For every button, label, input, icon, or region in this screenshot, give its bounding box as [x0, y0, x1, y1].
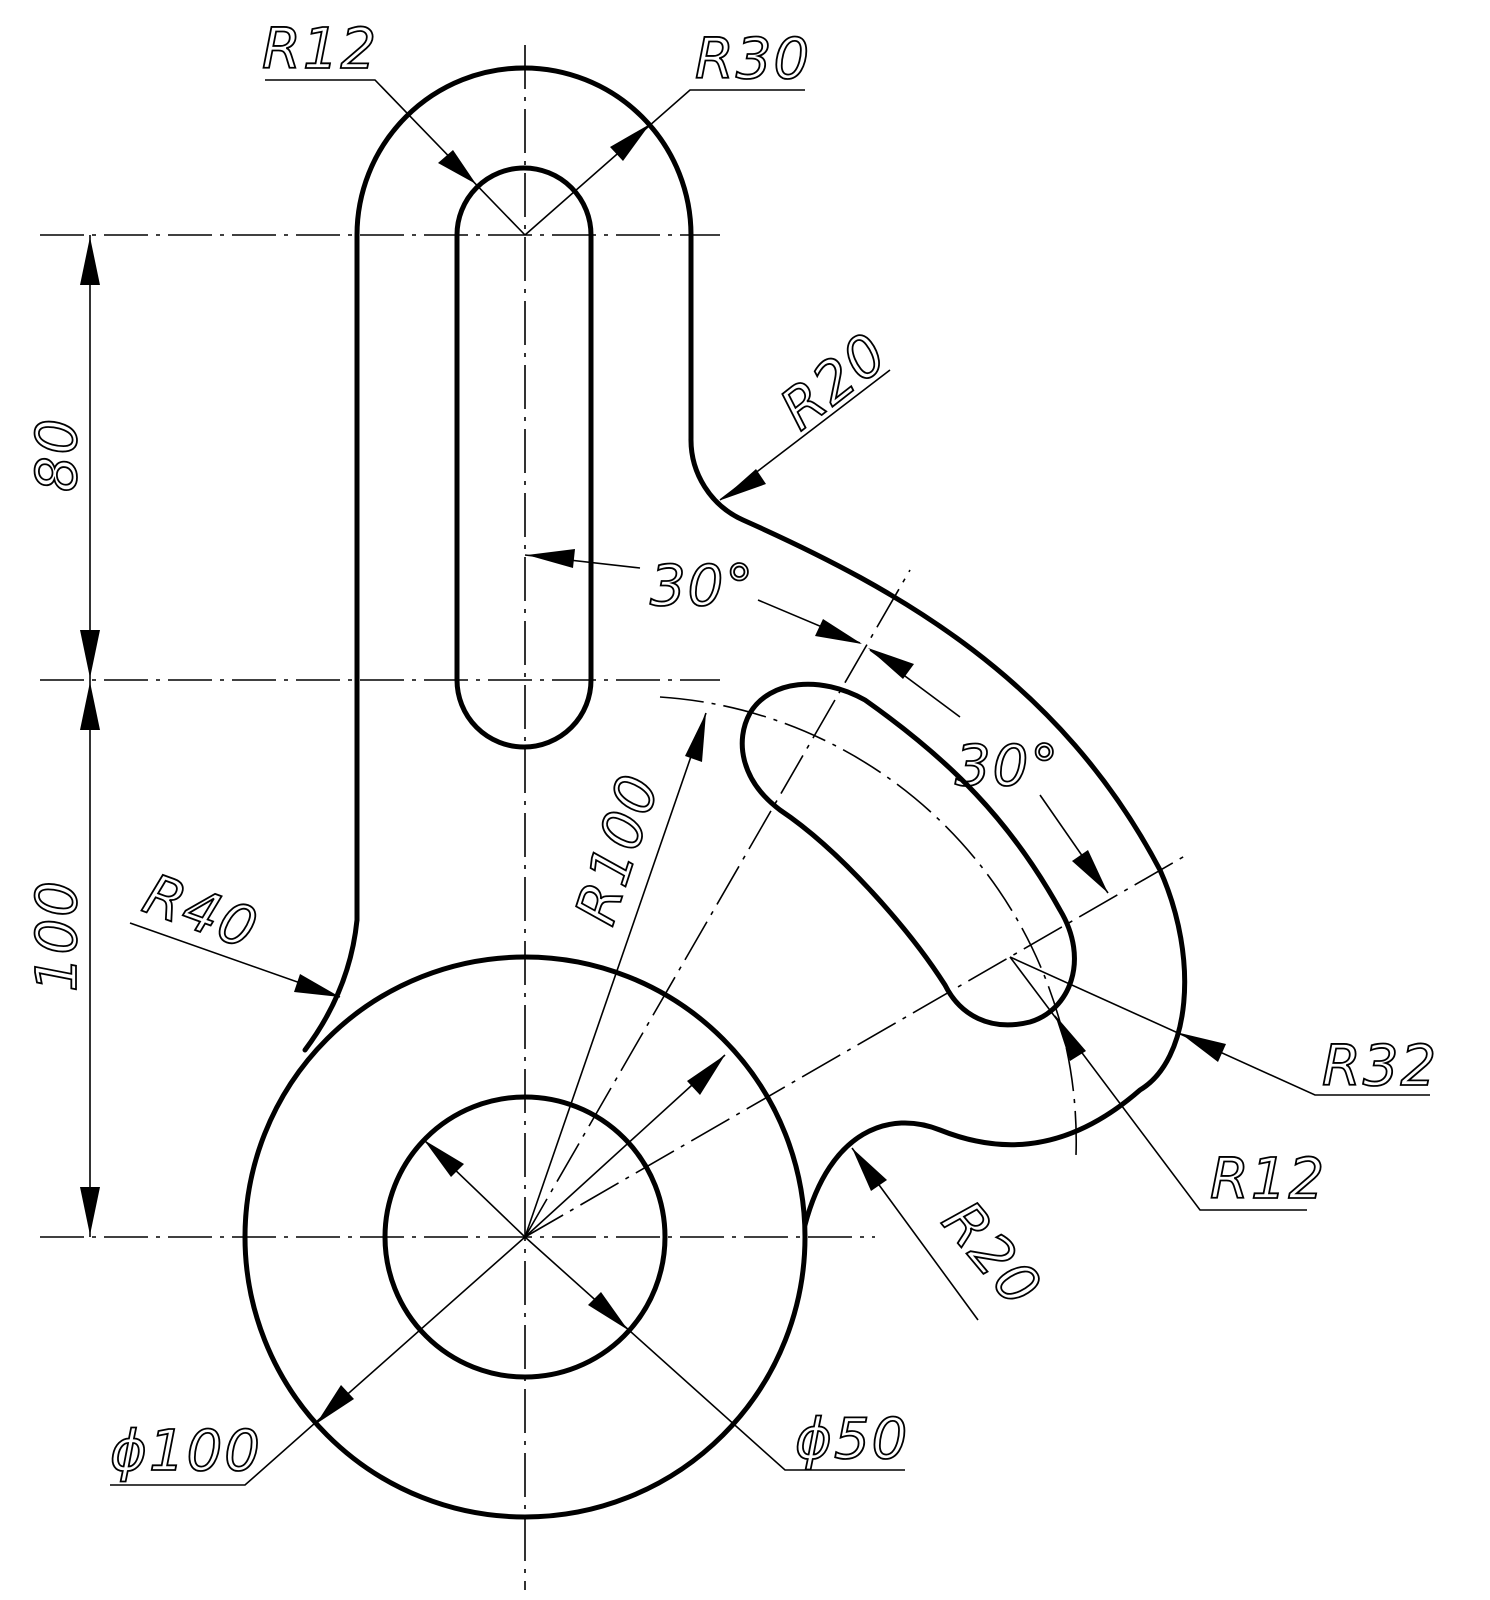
arrow-80-bottom: [80, 630, 100, 678]
arrow-r20-upper: [721, 469, 766, 500]
arrow-r32: [1180, 1033, 1226, 1062]
dimension-texts: R12 R30 R20 80 30° 30° R100 R40 100 R32 …: [24, 16, 1438, 1485]
arrow-dia100-b: [316, 1385, 354, 1424]
arrow-100-top: [80, 682, 100, 730]
straight-slot: [454, 165, 594, 750]
arrow-r12-right: [1055, 1015, 1086, 1061]
arrow-r100: [685, 713, 706, 762]
arrow-30a: [527, 549, 575, 568]
arrow-30b-1: [815, 619, 862, 644]
label-r12-top: R12: [262, 17, 378, 82]
inner-circle-dia50: [382, 1094, 668, 1380]
label-80: 80: [25, 417, 90, 492]
label-r32: R32: [1322, 1034, 1438, 1099]
arrow-r20-lower: [852, 1148, 887, 1191]
arrow-dia50-a: [424, 1140, 464, 1177]
arc-slot-center-r100: [659, 696, 1078, 1156]
leader-r12-top: [265, 79, 526, 236]
fillet-r40: [302, 917, 360, 1053]
arrow-r12-top: [438, 150, 476, 184]
arrow-r30-top: [610, 124, 650, 161]
label-r30-top: R30: [695, 27, 811, 92]
arrow-dia100-a: [687, 1055, 725, 1095]
label-r20-lower: R20: [929, 1189, 1053, 1320]
outer-circle-dia100: [242, 954, 808, 1520]
leader-r30-top: [524, 89, 805, 236]
label-r100: R100: [563, 766, 672, 932]
label-30-a: 30°: [650, 554, 755, 619]
leader-r32: [1009, 956, 1430, 1096]
leader-dia100: [110, 1236, 526, 1486]
label-dia100: ϕ100: [110, 1419, 262, 1484]
label-r20-upper: R20: [769, 320, 901, 443]
outer-contour: [354, 65, 1188, 1228]
arrowheads: [80, 124, 1226, 1424]
leader-r100: [524, 712, 707, 1238]
arrow-r40: [294, 974, 340, 997]
label-30-b: 30°: [955, 734, 1060, 799]
ray-30deg-upper: [524, 569, 911, 1238]
arrow-80-top: [80, 237, 100, 285]
arrow-100-bottom: [80, 1187, 100, 1235]
arc-slot: [739, 681, 1077, 1028]
dimension-lines: [89, 79, 1430, 1486]
label-r12-right: R12: [1210, 1147, 1326, 1212]
label-100: 100: [25, 879, 90, 992]
arrow-30b-2: [868, 648, 914, 679]
arrow-30b-3: [1072, 850, 1108, 893]
arrow-dia50-b: [588, 1292, 628, 1330]
label-dia50: ϕ50: [795, 1407, 909, 1472]
center-lines: [40, 45, 1191, 1590]
